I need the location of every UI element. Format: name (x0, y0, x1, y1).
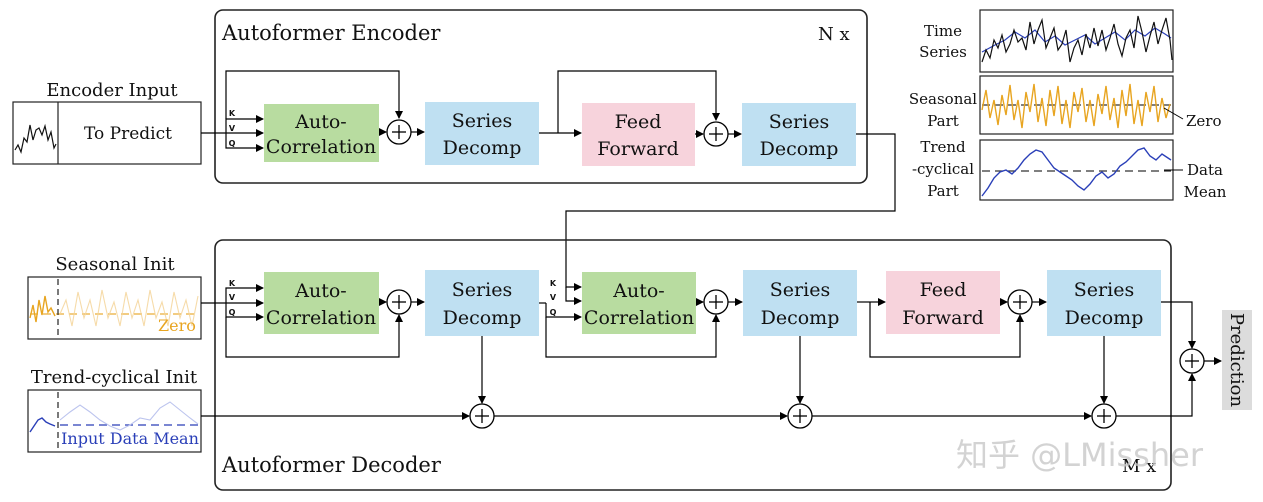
seasonal-init-box (27, 276, 202, 340)
encoder-feed-forward (582, 103, 695, 166)
trend-init-box (27, 389, 202, 453)
enc-ff-line2: Forward (597, 138, 679, 160)
decoder-series-decomp-2 (743, 270, 857, 336)
enc-ac-line1: Auto- (294, 111, 346, 133)
legend-trend-2: -cyclical (912, 160, 974, 178)
legend-time-series-2: Series (919, 43, 967, 61)
legend-time-series-1: Time (924, 22, 962, 40)
dec-add-2 (703, 289, 729, 315)
legend-seasonal-2: Part (927, 112, 959, 130)
dec-add-1 (386, 289, 412, 315)
decoder-autocorrelation-2 (582, 272, 696, 334)
encoder-input-text: To Predict (84, 124, 172, 144)
encoder-repeat: N x (818, 24, 850, 45)
dec1-v-label: V (229, 293, 236, 302)
seasonal-zero-label: Zero (158, 316, 196, 335)
dec-ac1-line1: Auto- (294, 280, 346, 302)
legend-time-series-box (979, 9, 1174, 73)
encoder-input-box (12, 101, 202, 165)
enc-d1-line2: Decomp (443, 137, 522, 159)
decoder-series-decomp-1 (425, 270, 539, 336)
decoder-feed-forward (886, 271, 1000, 334)
dec-d2-line2: Decomp (761, 307, 840, 329)
trend-init-label: Trend-cyclical Init (31, 367, 198, 388)
dec2-q-label: Q (550, 308, 557, 317)
prediction-label: Prediction (1226, 313, 1247, 408)
dec-add-3 (1007, 289, 1033, 315)
dec-d2-line1: Series (770, 279, 830, 301)
final-add (1179, 348, 1205, 374)
enc-d2-line2: Decomp (760, 138, 839, 160)
encoder-input-label: Encoder Input (46, 80, 178, 101)
enc-q-label: Q (229, 139, 236, 148)
enc-v-label: V (229, 124, 236, 133)
decoder-frame (214, 239, 1172, 491)
seasonal-init-label: Seasonal Init (55, 254, 175, 275)
encoder-input-series (14, 123, 57, 154)
decoder-title: Autoformer Decoder (221, 453, 442, 477)
dec-d3-line2: Decomp (1065, 307, 1144, 329)
enc-ff-line1: Feed (615, 111, 662, 133)
legend-trend-3: Part (927, 182, 959, 200)
enc-k-label: K (229, 109, 236, 118)
dec-d1-line1: Series (452, 279, 512, 301)
trend-add-3 (1091, 403, 1117, 429)
encoder-title: Autoformer Encoder (221, 21, 441, 45)
dec2-v-label: V (550, 293, 557, 302)
legend-trend-1: Trend (920, 138, 966, 156)
enc-add-2 (703, 121, 729, 147)
decoder-series-decomp-3 (1047, 270, 1161, 336)
dec-ac1-line2: Correlation (266, 307, 376, 329)
dec-d1-line2: Decomp (443, 307, 522, 329)
dec-ff-line2: Forward (902, 307, 984, 329)
encoder-series-decomp-1 (425, 102, 539, 165)
dec-ac2-line2: Correlation (584, 307, 694, 329)
encoder-autocorrelation (264, 104, 379, 162)
enc-add-1 (386, 119, 412, 145)
prediction-box (1222, 310, 1252, 410)
decoder-autocorrelation-1 (264, 272, 379, 334)
watermark: 知乎 @LMissher (956, 436, 1204, 474)
legend-trend-box (979, 139, 1174, 201)
enc-d1-line1: Series (452, 110, 512, 132)
legend-seasonal-1: Seasonal (909, 90, 977, 108)
legend-zero: Zero (1186, 112, 1222, 130)
trend-mean-label: Input Data Mean (61, 429, 199, 448)
dec-ff-line1: Feed (920, 279, 967, 301)
legend-data-mean-1: Data (1187, 161, 1223, 179)
enc-ac-line2: Correlation (266, 136, 376, 158)
encoder-series-decomp-2 (742, 103, 856, 166)
dec-ac2-line1: Auto- (612, 280, 664, 302)
dec-d3-line1: Series (1074, 279, 1134, 301)
legend-data-mean-2: Mean (1184, 183, 1227, 201)
enc-d2-line1: Series (769, 111, 829, 133)
trend-add-1 (469, 403, 495, 429)
dec1-k-label: K (229, 279, 236, 288)
trend-add-2 (787, 403, 813, 429)
dec1-q-label: Q (229, 308, 236, 317)
dec2-k-label: K (550, 279, 557, 288)
decoder-repeat: M x (1122, 456, 1156, 477)
encoder-frame (214, 9, 868, 184)
